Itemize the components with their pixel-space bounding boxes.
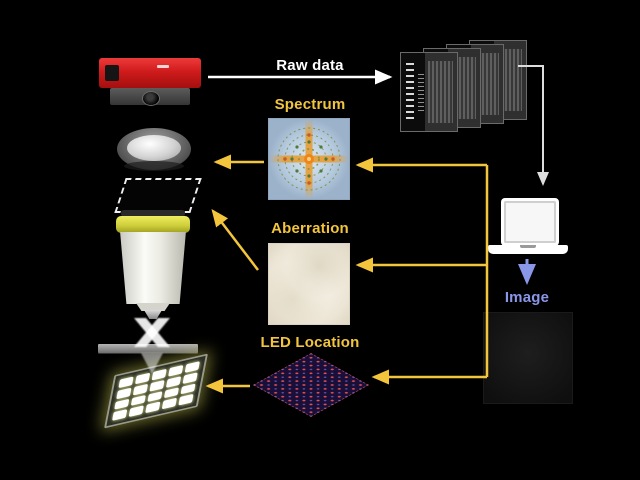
sample-slide-icon [98, 344, 198, 353]
laptop-base [488, 245, 568, 254]
spectrum-label: Spectrum [274, 96, 346, 113]
led-chip [118, 376, 134, 388]
led-chip [168, 364, 184, 377]
camera-logo-mark [157, 65, 169, 68]
reconstructed-image [483, 312, 573, 404]
tube-lens-icon [117, 128, 191, 174]
led-chip [128, 405, 144, 418]
aberration-label: Aberration [271, 220, 349, 237]
led-chip [163, 386, 180, 399]
led-chip [147, 390, 163, 403]
objective-cap [121, 210, 185, 217]
objective-body [120, 232, 186, 304]
led-chip [132, 383, 149, 396]
led-chip [145, 401, 161, 414]
image-label: Image [504, 289, 550, 306]
laptop-notch [520, 245, 536, 248]
led-location-label: LED Location [260, 334, 360, 351]
lens-glass [127, 135, 181, 161]
laptop-icon [486, 196, 570, 258]
aperture-icon [114, 178, 202, 213]
spectrum-map [268, 118, 350, 200]
led-chip [149, 379, 165, 392]
led-chip [112, 409, 128, 421]
led-chip [178, 394, 194, 406]
led-chip [165, 375, 182, 388]
led-location-map [253, 353, 369, 417]
camera-icon [97, 56, 207, 108]
objective-neck [136, 303, 170, 311]
aberration-map [268, 243, 350, 325]
led-chip [114, 398, 130, 410]
raw-data-frame [400, 52, 458, 132]
objective-yellow-ring [116, 216, 190, 233]
led-chip [182, 372, 198, 384]
led-array-icon [104, 353, 208, 429]
led-chip [130, 394, 147, 407]
lens-rim-shadow [124, 161, 184, 171]
raw-data-label: Raw data [276, 57, 344, 74]
led-chip [116, 387, 132, 399]
laptop-screen [501, 198, 559, 246]
camera-side-panel [105, 65, 119, 81]
objective-icon [112, 210, 194, 320]
led-chip [151, 368, 167, 381]
led-chip [184, 361, 200, 373]
spectrum-pattern [269, 119, 349, 199]
led-chip [180, 383, 196, 395]
led-chip [161, 397, 178, 410]
led-chip [134, 372, 151, 385]
objective-tip [144, 310, 162, 319]
camera-lens-port [142, 91, 160, 106]
